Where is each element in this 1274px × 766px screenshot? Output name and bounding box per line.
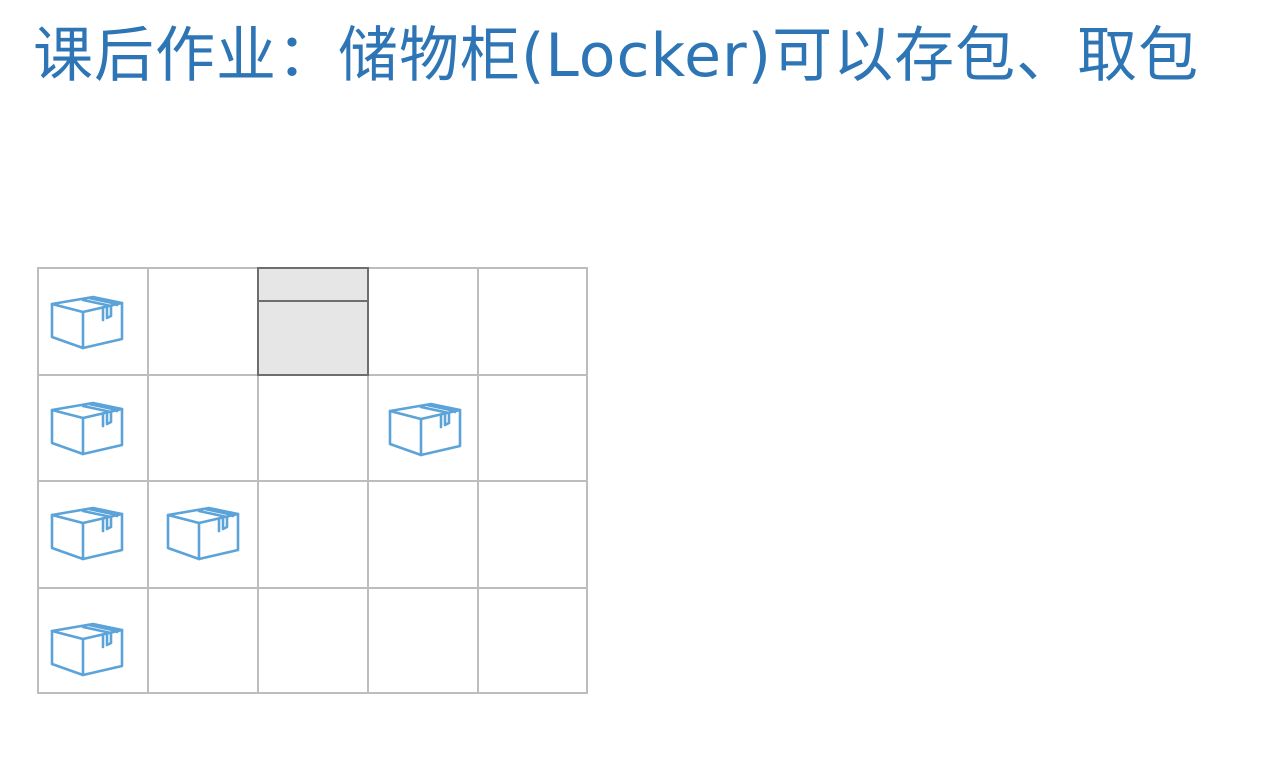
locker-cell[interactable]	[367, 374, 479, 483]
locker-cell[interactable]	[257, 587, 369, 694]
locker-cell[interactable]	[477, 374, 588, 483]
locker-grid	[37, 267, 588, 694]
locker-cell[interactable]	[257, 374, 369, 483]
locker-cell[interactable]	[147, 374, 259, 483]
locker-cell[interactable]	[37, 267, 149, 376]
open-locker-door	[259, 269, 367, 302]
locker-cell[interactable]	[257, 480, 369, 589]
locker-cell[interactable]	[37, 587, 149, 694]
locker-cell[interactable]	[477, 480, 588, 589]
locker-cell[interactable]	[367, 480, 479, 589]
locker-cell[interactable]	[147, 480, 259, 589]
package-icon	[49, 292, 125, 352]
locker-cell[interactable]	[37, 480, 149, 589]
locker-cell[interactable]	[367, 267, 479, 376]
page-title: 课后作业：储物柜(Locker)可以存包、取包	[33, 21, 1200, 91]
locker-cell[interactable]	[477, 587, 588, 694]
package-icon	[165, 503, 241, 563]
locker-cell[interactable]	[367, 587, 479, 694]
locker-cell[interactable]	[37, 374, 149, 483]
package-icon	[49, 398, 125, 458]
package-icon	[387, 399, 463, 459]
package-icon	[49, 619, 125, 679]
locker-cell-open[interactable]	[257, 267, 369, 376]
package-icon	[49, 503, 125, 563]
locker-cell[interactable]	[477, 267, 588, 376]
locker-cell[interactable]	[147, 587, 259, 694]
locker-cell[interactable]	[147, 267, 259, 376]
